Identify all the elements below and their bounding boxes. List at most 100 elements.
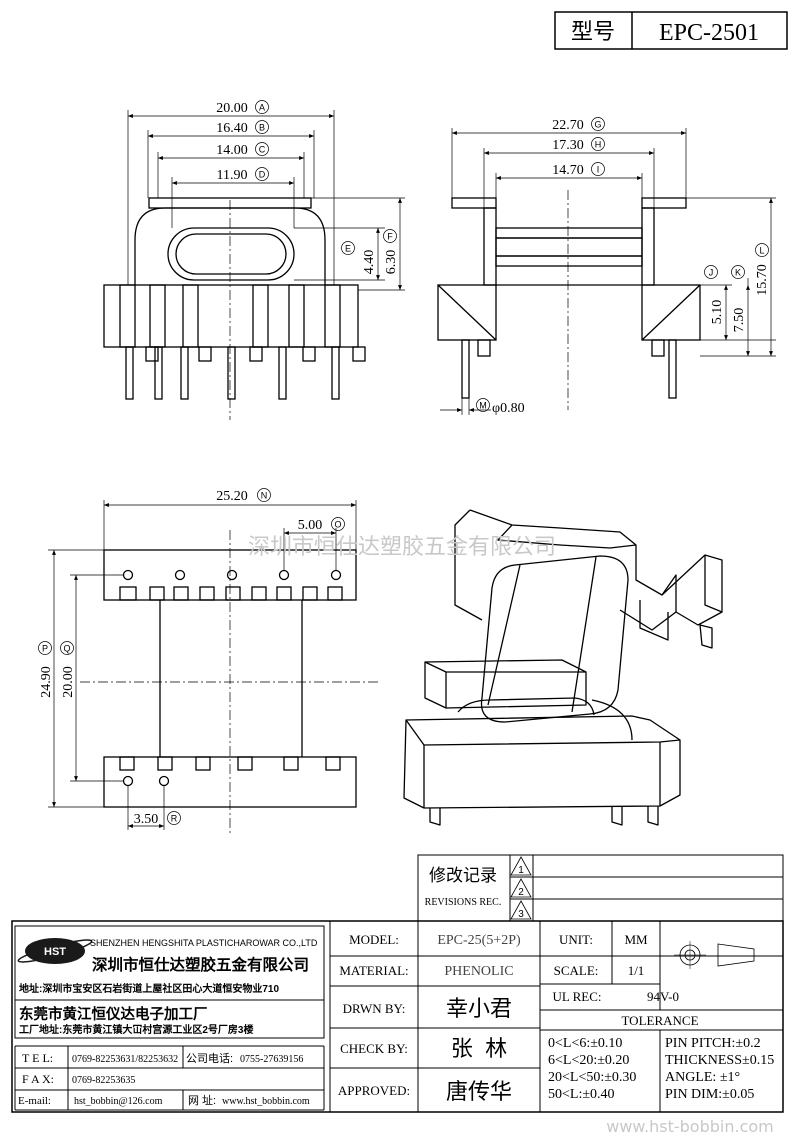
dim-l-value: 15.70 <box>755 264 770 296</box>
dim-i-value: 14.70 <box>552 163 584 178</box>
dim-g-mark: G <box>594 120 601 130</box>
dim-j-value: 5.10 <box>710 300 725 325</box>
company-phone-label: 公司电话: <box>186 1052 233 1065</box>
dim-a-value: 20.00 <box>216 101 248 116</box>
company-name-en: SHENZHEN HENGSHITA PLASTICHAROWAR CO.,LT… <box>90 938 318 948</box>
dim-d-mark: D <box>259 170 266 180</box>
scale-label: SCALE: <box>554 963 599 978</box>
dim-b-mark: B <box>259 123 265 133</box>
revision-mark-3: 3 <box>518 909 524 920</box>
model-header: 型号 EPC-2501 <box>554 11 788 50</box>
scale-value: 1/1 <box>628 963 645 978</box>
isometric-view <box>403 509 723 826</box>
revision-marks: 1 2 3 <box>510 856 532 920</box>
dim-c-value: 14.00 <box>216 143 248 158</box>
dim-h-mark: H <box>595 140 602 150</box>
side-dimensions <box>440 128 776 415</box>
front-dimensions <box>127 110 405 291</box>
dim-o-mark: O <box>334 520 341 530</box>
website-label: 网 址: <box>188 1093 216 1107</box>
fax-value: 0769-82253635 <box>72 1075 135 1086</box>
revision-title: 修改记录 <box>429 866 497 885</box>
dim-p-mark: P <box>42 644 48 654</box>
tolerance-row-3: 20<L<50:±0.30 <box>548 1070 636 1085</box>
material-label: MATERIAL: <box>339 963 408 978</box>
dim-c-mark: C <box>259 145 266 155</box>
tolerance-row-1: 0<L<6:±0.10 <box>548 1036 622 1051</box>
company-phone-value: 0755-27639156 <box>240 1054 303 1065</box>
company-name-cn: 深圳市恒仕达塑胶五金有限公司 <box>92 955 309 974</box>
thickness: THICKNESS±0.15 <box>665 1053 774 1068</box>
dim-d-value: 11.90 <box>217 168 248 183</box>
tolerance-row-2: 6<L<20:±0.20 <box>548 1053 629 1068</box>
bottom-view <box>80 530 380 835</box>
dim-f-value: 6.30 <box>384 250 399 275</box>
check-by-value: 张 林 <box>451 1036 507 1061</box>
dim-k-value: 7.50 <box>732 308 747 333</box>
company-address: 地址:深圳市宝安区石岩街道上屋社区田心大道恒安物业710 <box>19 982 279 995</box>
model-header-value: EPC-2501 <box>659 20 759 46</box>
material-value: PHENOLIC <box>444 964 513 979</box>
dim-n-value: 25.20 <box>216 489 248 504</box>
model-header-label: 型号 <box>571 19 615 44</box>
drawn-by-label: DRWN BY: <box>343 1001 406 1016</box>
model-value: EPC-25(5+2P) <box>437 933 521 948</box>
dim-q-mark: Q <box>63 644 70 654</box>
side-view <box>437 190 701 410</box>
factory-name: 东莞市黄江恒仪达电子加工厂 <box>19 1005 208 1023</box>
tolerance-title: TOLERANCE <box>621 1013 698 1028</box>
revision-subtitle: REVISIONS REC. <box>425 897 502 908</box>
pin-pitch: PIN PITCH:±0.2 <box>665 1036 761 1051</box>
pin-dim: PIN DIM:±0.05 <box>665 1087 754 1102</box>
company-logo: HST <box>17 938 93 964</box>
approved-label: APPROVED: <box>338 1083 410 1098</box>
dim-f-mark: F <box>387 232 393 242</box>
dim-j-mark: J <box>709 268 714 278</box>
website-value: www.hst_bobbin.com <box>222 1096 310 1107</box>
projection-symbol <box>674 941 755 969</box>
drawn-by-value: 幸小君 <box>446 996 512 1021</box>
dim-b-value: 16.40 <box>216 121 248 136</box>
side-dimension-labels: 22.70 G 17.30 H 14.70 I J 5.10 K 7.50 L … <box>476 117 770 416</box>
dim-r-value: 3.50 <box>134 812 159 827</box>
revision-mark-1: 1 <box>518 865 524 876</box>
tolerance-row-4: 50<L:±0.40 <box>548 1087 615 1102</box>
dim-g-value: 22.70 <box>552 118 584 133</box>
dim-e-value: 4.40 <box>362 250 377 275</box>
dim-h-value: 17.30 <box>552 138 584 153</box>
unit-value: MM <box>624 932 648 947</box>
bottom-dimensions <box>48 500 357 830</box>
dim-k-mark: K <box>735 268 741 278</box>
bottom-dimension-labels: 25.20 N 5.00 O P 24.90 Q 20.00 3.50 R <box>38 488 345 827</box>
watermark-top: 深圳市恒仕达塑胶五金有限公司 <box>248 535 556 560</box>
dim-i-mark: I <box>597 165 600 175</box>
dim-m-mark: M <box>479 401 487 411</box>
model-label: MODEL: <box>349 932 399 947</box>
check-by-label: CHECK BY: <box>340 1041 408 1056</box>
dim-r-mark: R <box>171 814 178 824</box>
revision-block <box>417 854 784 922</box>
approved-value: 唐传华 <box>446 1079 512 1104</box>
title-block-grid <box>11 920 784 1113</box>
email-label: E-mail: <box>18 1095 51 1107</box>
front-view <box>103 197 366 420</box>
company-logo-text: HST <box>44 946 66 958</box>
email-value: hst_bobbin@126.com <box>74 1096 163 1107</box>
dim-o-value: 5.00 <box>298 518 323 533</box>
dim-m-value: φ0.80 <box>492 401 525 416</box>
dim-p-value: 24.90 <box>39 666 54 698</box>
unit-label: UNIT: <box>559 932 593 947</box>
dim-n-mark: N <box>261 491 268 501</box>
angle: ANGLE: ±1° <box>665 1070 740 1085</box>
ul-rec-label: UL REC: <box>553 989 602 1004</box>
revision-mark-2: 2 <box>518 887 524 898</box>
dim-q-value: 20.00 <box>61 666 76 698</box>
factory-address: 工厂地址:东莞市黄江镇大冚村宫源工业区2号厂房3楼 <box>19 1023 253 1036</box>
ul-rec-value: 94V-0 <box>647 989 679 1004</box>
dim-l-mark: L <box>759 246 764 256</box>
watermark-bottom: www.hst-bobbin.com <box>606 1117 774 1136</box>
front-dimension-labels: 20.00 A 16.40 B 14.00 C 11.90 D E 4.40 F… <box>216 100 399 275</box>
dim-e-mark: E <box>345 244 351 254</box>
tel-label: T E L: <box>22 1051 53 1065</box>
tel-value: 0769-82253631/82253632 <box>72 1054 178 1065</box>
